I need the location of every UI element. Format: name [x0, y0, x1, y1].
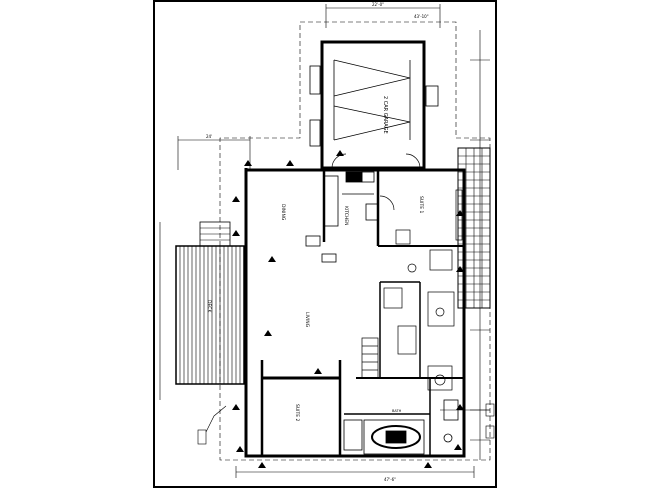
- bath-label: BATH: [392, 409, 402, 413]
- dim-garage-width: 22'-0": [372, 2, 384, 7]
- garage: [309, 40, 439, 170]
- living-label: LIVING: [304, 312, 310, 328]
- suite1-label: SUITE 1: [418, 196, 424, 213]
- suite1-fixtures: [379, 189, 463, 273]
- dimension-frame: [177, 4, 491, 478]
- kitchen-label: KITCHEN: [343, 206, 349, 226]
- dining-label: DINING: [280, 204, 286, 221]
- right-porch: [457, 147, 491, 309]
- suite2-label: SUITE 2: [294, 404, 300, 421]
- deck-label: DECK: [206, 300, 212, 313]
- sheet-border: [153, 0, 497, 488]
- dim-bottom-width: 47'-6": [384, 477, 396, 482]
- dim-dining-left: 24': [206, 134, 212, 139]
- window-tags: [232, 150, 464, 468]
- deck: [159, 221, 245, 400]
- garage-label: 2 CAR GARAGE: [382, 96, 388, 134]
- dim-overall-width: 43'-10": [414, 14, 429, 19]
- kitchen-fixtures: [305, 171, 379, 263]
- callouts: [197, 403, 495, 445]
- center-closets: [361, 287, 455, 391]
